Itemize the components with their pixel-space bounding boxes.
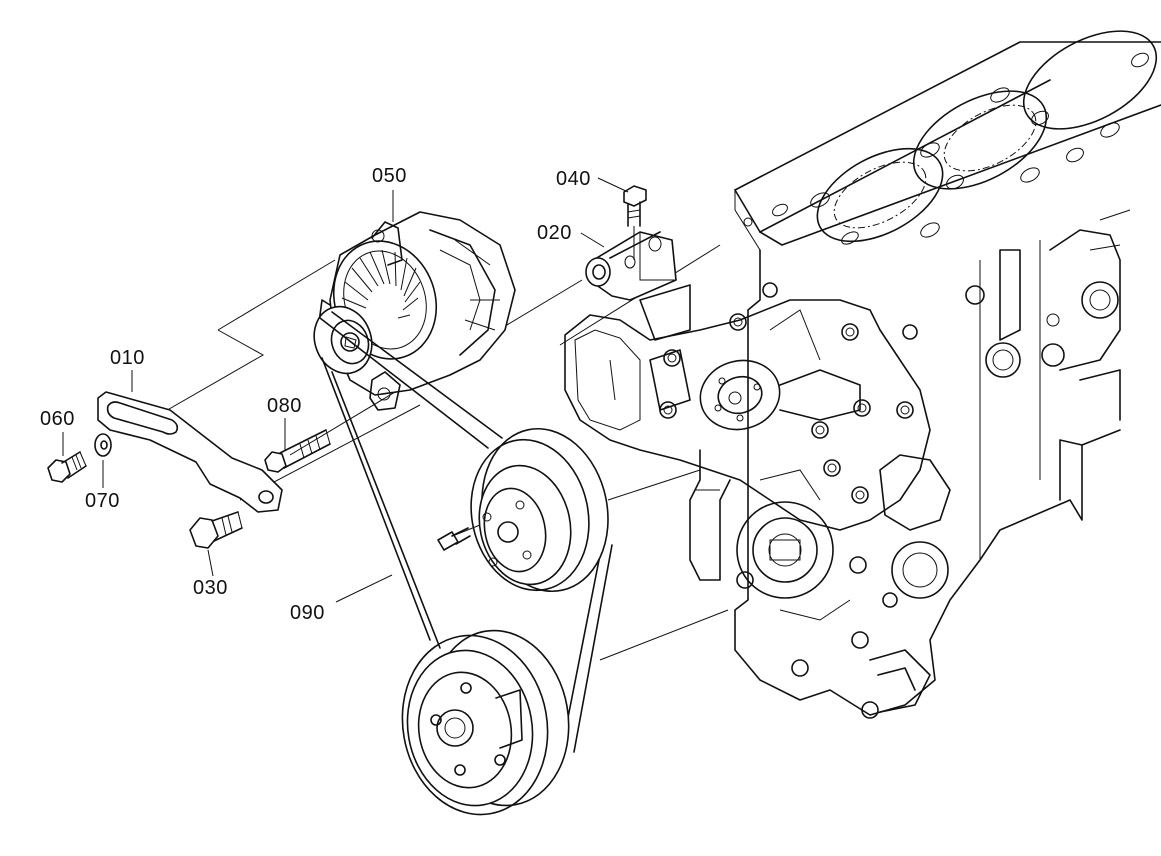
part-label-030: 030 xyxy=(193,577,228,599)
alternator-pulley xyxy=(313,305,373,375)
bolt-030[interactable] xyxy=(189,511,243,549)
part-label-070: 070 xyxy=(85,490,120,512)
part-label-040: 040 xyxy=(556,168,591,190)
bolt-080[interactable] xyxy=(264,429,331,473)
label-leaders xyxy=(62,177,629,603)
part-label-020: 020 xyxy=(537,222,572,244)
alternator-bracket-020[interactable] xyxy=(585,231,677,301)
alternator[interactable] xyxy=(317,211,516,411)
bolt-040[interactable] xyxy=(623,185,647,260)
crankshaft-pulley xyxy=(401,629,570,816)
part-label-010: 010 xyxy=(110,347,145,369)
washer-070[interactable] xyxy=(94,433,112,457)
part-label-050: 050 xyxy=(372,165,407,187)
engine-block xyxy=(564,30,1161,719)
part-label-090: 090 xyxy=(290,602,325,624)
part-label-080: 080 xyxy=(267,395,302,417)
adjusting-bracket[interactable] xyxy=(97,391,283,513)
water-pump-pulley xyxy=(437,427,609,593)
part-label-060: 060 xyxy=(40,408,75,430)
bolt-060[interactable] xyxy=(47,451,87,483)
